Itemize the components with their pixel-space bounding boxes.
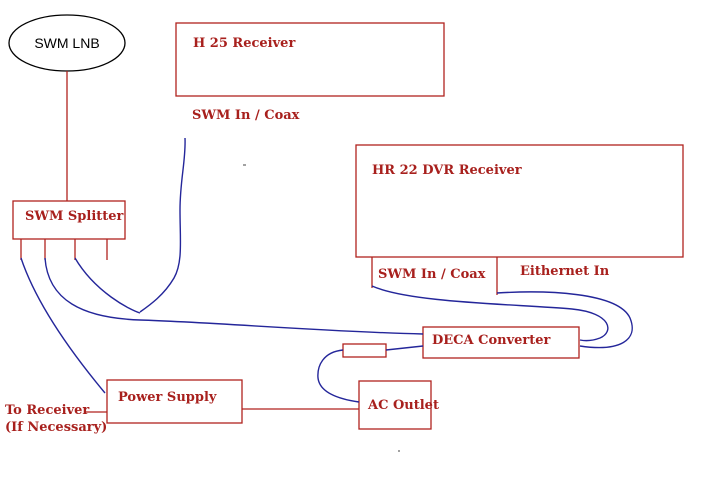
ac-outlet-node — [358, 380, 432, 430]
splitter-to-power-cable — [20, 257, 106, 394]
h25-receiver-label: H 25 Receiver — [193, 36, 295, 51]
h25-port-label: SWM In / Coax — [192, 108, 300, 123]
splitter-to-deca-cable — [44, 257, 424, 335]
power-supply-node — [106, 379, 243, 424]
splitter-secondary-cable — [74, 257, 141, 314]
deca-to-outlet-cable — [317, 345, 424, 403]
h25-receiver-node — [175, 22, 445, 97]
if-necessary-label: (If Necessary) — [5, 420, 107, 435]
h25-coax-cable — [139, 137, 186, 313]
ethernet-label: Eithernet In — [520, 264, 610, 279]
deca-converter-label: DECA Converter — [432, 333, 551, 348]
swm-lnb-label: SWM LNB — [34, 35, 99, 51]
power-supply-label: Power Supply — [118, 390, 217, 405]
hr22-receiver-label: HR 22 DVR Receiver — [372, 163, 522, 178]
hr22-coax-to-deca-cable — [371, 285, 609, 342]
ac-outlet-label: AC Outlet — [367, 398, 439, 413]
swm-splitter-label: SWM Splitter — [25, 209, 124, 224]
inline-filter — [342, 343, 387, 358]
hr22-port-label: SWM In / Coax — [378, 267, 486, 282]
deca-converter-node — [422, 326, 580, 359]
to-receiver-label: To Receiver — [5, 403, 89, 418]
hr22-receiver-node — [355, 144, 684, 258]
ethernet-to-deca-cable — [496, 291, 633, 349]
swm-splitter-node — [12, 200, 126, 240]
